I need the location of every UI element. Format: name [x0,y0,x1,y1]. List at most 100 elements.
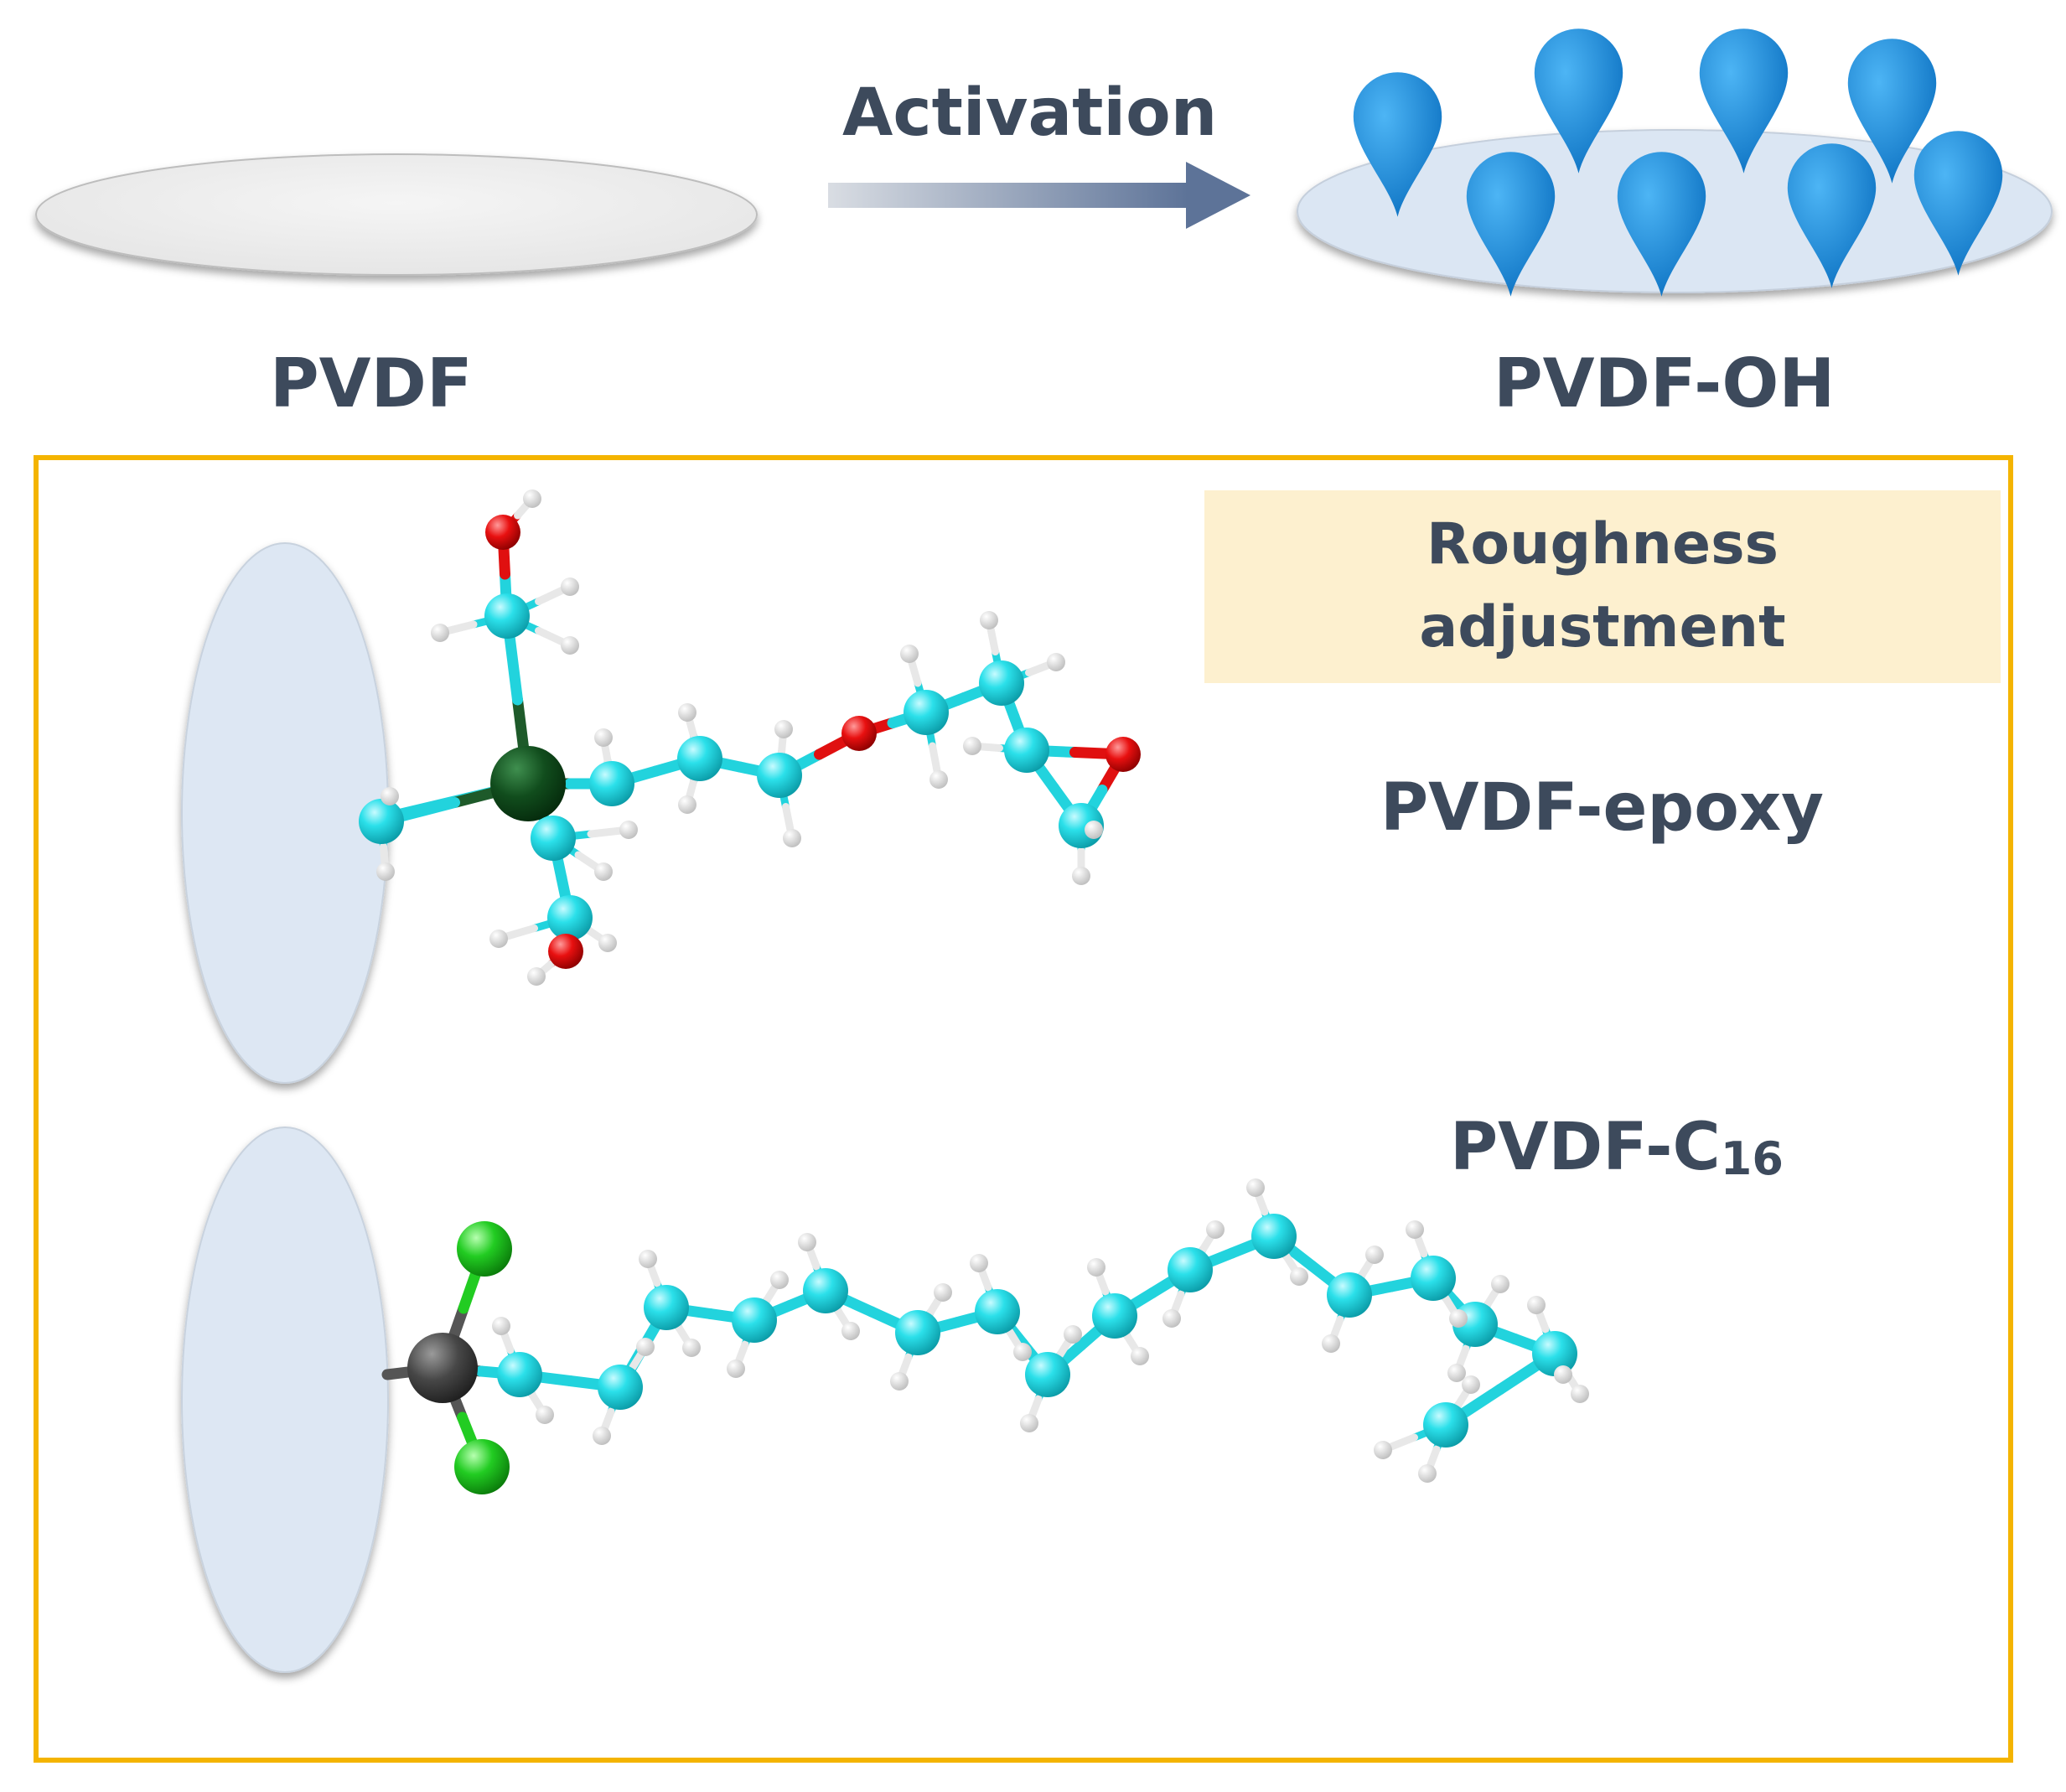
carbon-atom [975,1289,1020,1334]
activation-label: Activation [842,75,1218,151]
hydrogen-atom [970,1254,988,1272]
hydrogen-atom [1047,653,1065,671]
hydrogen-atom [1406,1220,1424,1239]
carbon-atom [1004,728,1049,773]
pvdf-c16-subscript: 16 [1720,1132,1784,1185]
hydrogen-atom [594,862,613,881]
hydrogen-atom [593,1427,611,1445]
hydrogen-atom [1462,1375,1480,1394]
hydrogen-atom [783,829,801,847]
pvdf-label: PVDF [270,344,473,422]
carbon-atom [497,1352,542,1397]
hydrogen-atom [929,770,948,789]
carbon-atom [531,816,576,861]
hydrogen-atom [492,1317,510,1335]
pvdf-disk [35,153,758,276]
hydrogen-atom [1162,1309,1181,1328]
hydrogen-atom [1571,1385,1589,1403]
hydrogen-atom [1447,1364,1466,1382]
arrow-head [1186,162,1250,229]
hydrogen-atom [1131,1347,1149,1365]
silicon-atom [490,746,566,821]
carbon-atom [1327,1272,1372,1318]
hydrogen-atom [1087,1258,1105,1277]
hydrogen-atom [678,703,696,722]
chlorine-atom [454,1439,510,1494]
hexadecyl-silane-molecule [381,1178,1589,1494]
hydrogen-atom [636,1338,655,1356]
carbon-atom [1251,1214,1297,1259]
hydrogen-atom [1020,1414,1038,1432]
hydrogen-atom [900,645,919,663]
hydrogen-atom [1206,1220,1225,1239]
hydrogen-atom [1085,821,1103,839]
hydrogen-atom [598,934,617,952]
hydrogen-atom [381,787,399,805]
carbon-atom [1025,1352,1070,1397]
hydrogen-atom [376,862,395,881]
carbon-atom [895,1310,940,1355]
hydrogen-atom [1554,1365,1572,1384]
pvdf-c16-label: PVDF-C16 [1450,1115,1784,1182]
hydrogen-atom [523,489,541,508]
hydrogen-atom [1418,1464,1437,1483]
pvdf-oh-label: PVDF-OH [1494,344,1836,422]
hydrogen-atom [1064,1325,1082,1344]
carbon-atom [1532,1331,1577,1376]
oxygen-atom [548,934,583,969]
surface-modification-panel [34,455,2013,1763]
oxygen-atom [1105,737,1141,772]
pvdf-epoxy-label: PVDF-epoxy [1380,770,1825,846]
hydrogen-atom [934,1283,952,1302]
carbon-atom [904,690,949,735]
hydrogen-atom [1072,867,1090,885]
carbon-atom [677,736,722,781]
hydrogen-atom [1290,1267,1308,1286]
hydrogen-atom [561,577,579,596]
hydrogen-atom [890,1372,909,1391]
hydrogen-atom [639,1250,657,1268]
hydrogen-atom [1491,1275,1509,1293]
carbon-atom [979,660,1024,706]
chlorine-atom [457,1221,512,1277]
hydrogen-atom [980,611,998,629]
hydrogen-atom [678,795,696,814]
carbon-atom [803,1268,848,1313]
carbon-atom [359,799,404,844]
hydrogen-atom [727,1360,745,1378]
carbon-atom [598,1365,643,1410]
hydrogen-atom [770,1271,789,1289]
silicon-atom [407,1333,478,1403]
hydrogen-atom [1322,1334,1340,1353]
hydrogen-atom [963,737,981,755]
carbon-atom [589,761,634,806]
pvdf-vertical-disk-bottom [181,1126,389,1673]
roughness-adjustment-box: Roughness adjustment [1204,490,2001,683]
carbon-atom [1092,1293,1137,1339]
oxygen-atom [841,716,877,751]
oxygen-atom [485,515,520,550]
hydrogen-atom [1374,1441,1392,1459]
hydrogen-atom [1246,1178,1265,1197]
hydrogen-atom [431,624,449,642]
carbon-atom [1168,1247,1213,1292]
hydrogen-atom [841,1322,860,1340]
roughness-line-1: Roughness [1426,511,1779,578]
hydrogen-atom [619,821,638,839]
carbon-atom [757,753,802,798]
hydrogen-atom [489,930,508,948]
hydrogen-atom [561,636,579,655]
arrow-right-icon [828,183,1188,208]
hydrogen-atom [682,1339,701,1357]
hydrogen-atom [1365,1246,1384,1264]
activation-arrow [828,162,1250,229]
pvdf-c16-prefix: PVDF-C [1450,1110,1721,1185]
epoxy-silane-molecule [359,489,1141,986]
roughness-line-2: adjustment [1419,594,1786,660]
hydrogen-atom [1449,1309,1468,1328]
carbon-atom [732,1297,777,1343]
carbon-atom [484,593,530,639]
hydrogen-atom [798,1233,816,1251]
hydrogen-atom [1013,1343,1032,1361]
